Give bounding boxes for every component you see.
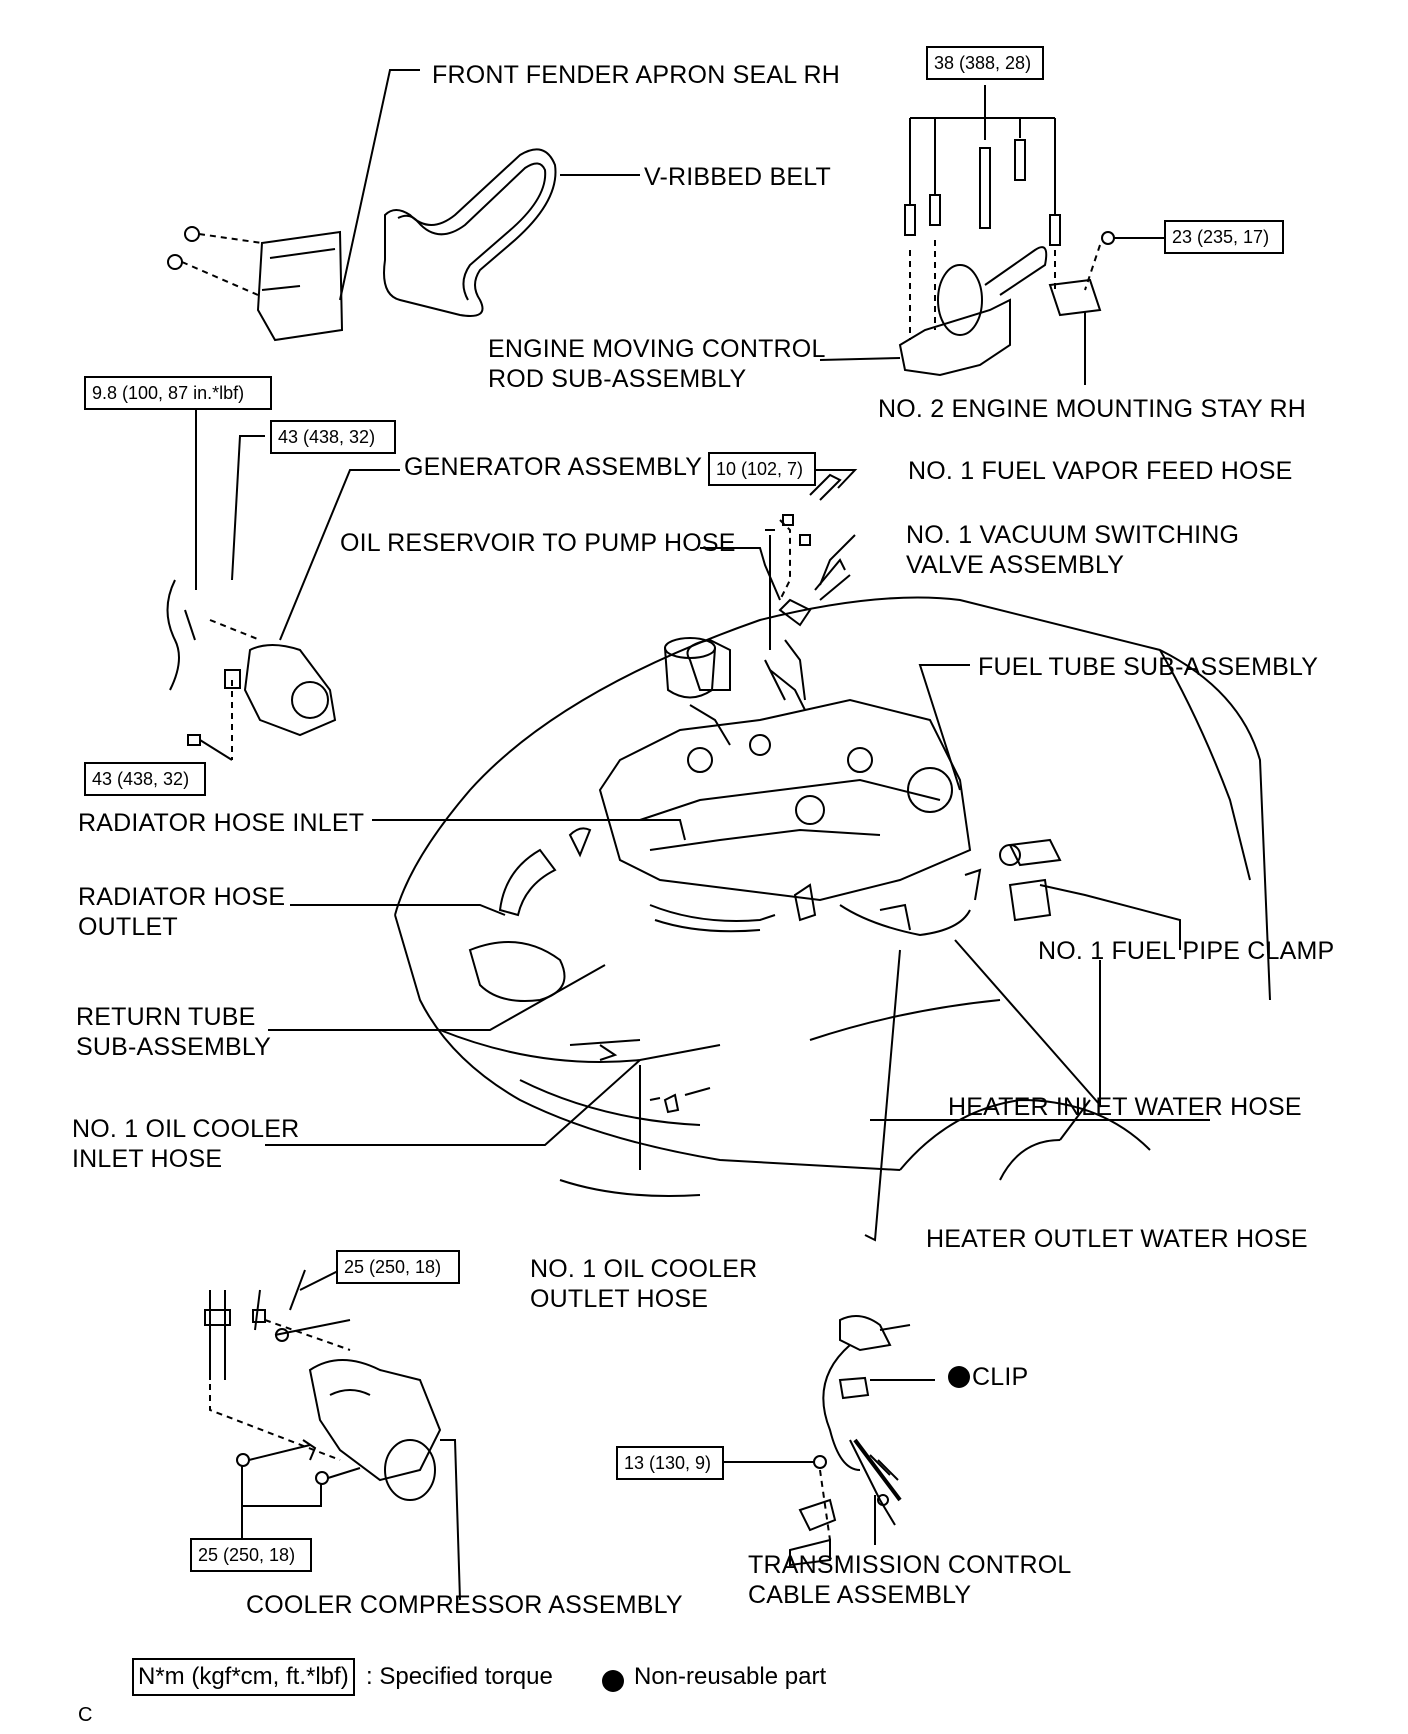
label-engine-moving-control-1: ENGINE MOVING CONTROL: [488, 335, 826, 363]
reservoir-vacuum-drawing: [664, 473, 851, 746]
label-oil-cooler-inlet-2: INLET HOSE: [72, 1145, 223, 1173]
label-heater-inlet-water-hose: HEATER INLET WATER HOSE: [948, 1093, 1302, 1121]
label-cooler-compressor: COOLER COMPRESSOR ASSEMBLY: [246, 1591, 683, 1619]
label-transmission-cable-2: CABLE ASSEMBLY: [748, 1581, 972, 1609]
label-front-fender-apron-seal: FRONT FENDER APRON SEAL RH: [432, 61, 841, 89]
label-heater-outlet-water-hose: HEATER OUTLET WATER HOSE: [926, 1225, 1308, 1253]
label-no2-engine-mounting-stay: NO. 2 ENGINE MOUNTING STAY RH: [878, 395, 1307, 423]
label-oil-reservoir-hose: OIL RESERVOIR TO PUMP HOSE: [340, 529, 736, 557]
nonreusable-dot-icon: [948, 1366, 970, 1388]
label-radiator-hose-outlet-2: OUTLET: [78, 913, 178, 941]
torque-23: 23 (235, 17): [1164, 220, 1284, 254]
torque-25-lower: 25 (250, 18): [190, 1538, 312, 1572]
label-return-tube-1: RETURN TUBE: [76, 1003, 256, 1031]
corner-mark: C: [78, 1704, 93, 1726]
label-vacuum-switching-1: NO. 1 VACUUM SWITCHING: [906, 521, 1240, 549]
label-transmission-cable-1: TRANSMISSION CONTROL: [748, 1551, 1072, 1579]
label-return-tube-2: SUB-ASSEMBLY: [76, 1033, 272, 1061]
label-fuel-tube: FUEL TUBE SUB-ASSEMBLY: [978, 653, 1319, 681]
label-v-ribbed-belt: V-RIBBED BELT: [644, 163, 831, 191]
torque-38: 38 (388, 28): [926, 46, 1044, 80]
label-oil-cooler-outlet-1: NO. 1 OIL COOLER: [530, 1255, 758, 1283]
v-ribbed-belt-drawing: [383, 148, 640, 317]
leader-lines: [265, 469, 1210, 1242]
label-vacuum-switching-2: VALVE ASSEMBLY: [906, 551, 1125, 579]
label-fuel-pipe-clamp: NO. 1 FUEL PIPE CLAMP: [1038, 937, 1335, 965]
legend-torque-unit: N*m (kgf*cm, ft.*lbf): [132, 1658, 355, 1696]
legend-nonreusable-dot-icon: [602, 1670, 624, 1692]
label-radiator-hose-inlet: RADIATOR HOSE INLET: [78, 809, 365, 837]
label-engine-moving-control-2: ROD SUB-ASSEMBLY: [488, 365, 747, 393]
trans-cable-drawing: [723, 1315, 935, 1567]
torque-25-upper: 25 (250, 18): [336, 1250, 460, 1284]
label-clip: CLIP: [972, 1363, 1029, 1391]
label-oil-cooler-inlet-1: NO. 1 OIL COOLER: [72, 1115, 300, 1143]
torque-10: 10 (102, 7): [708, 452, 816, 486]
generator-drawing: [166, 400, 400, 761]
torque-43-lower: 43 (438, 32): [84, 762, 206, 796]
hoses-drawing: [498, 827, 1062, 1114]
car-body-drawing: [394, 596, 1271, 1197]
legend-nonreusable: Non-reusable part: [634, 1663, 827, 1690]
fender-apron-seal-drawing: [167, 69, 420, 342]
label-fuel-vapor-feed-hose: NO. 1 FUEL VAPOR FEED HOSE: [908, 457, 1293, 485]
engine-block-drawing: [598, 638, 972, 902]
label-radiator-hose-outlet-1: RADIATOR HOSE: [78, 883, 286, 911]
legend-torque-desc: : Specified torque: [366, 1663, 553, 1690]
torque-9-8: 9.8 (100, 87 in.*lbf): [84, 376, 272, 410]
label-oil-cooler-outlet-2: OUTLET HOSE: [530, 1285, 709, 1313]
compressor-drawing: [204, 1266, 461, 1601]
torque-13: 13 (130, 9): [616, 1446, 724, 1480]
engine-mount-drawing: [819, 85, 1165, 385]
torque-43-upper: 43 (438, 32): [270, 420, 396, 454]
label-generator-assembly: GENERATOR ASSEMBLY: [404, 453, 703, 481]
